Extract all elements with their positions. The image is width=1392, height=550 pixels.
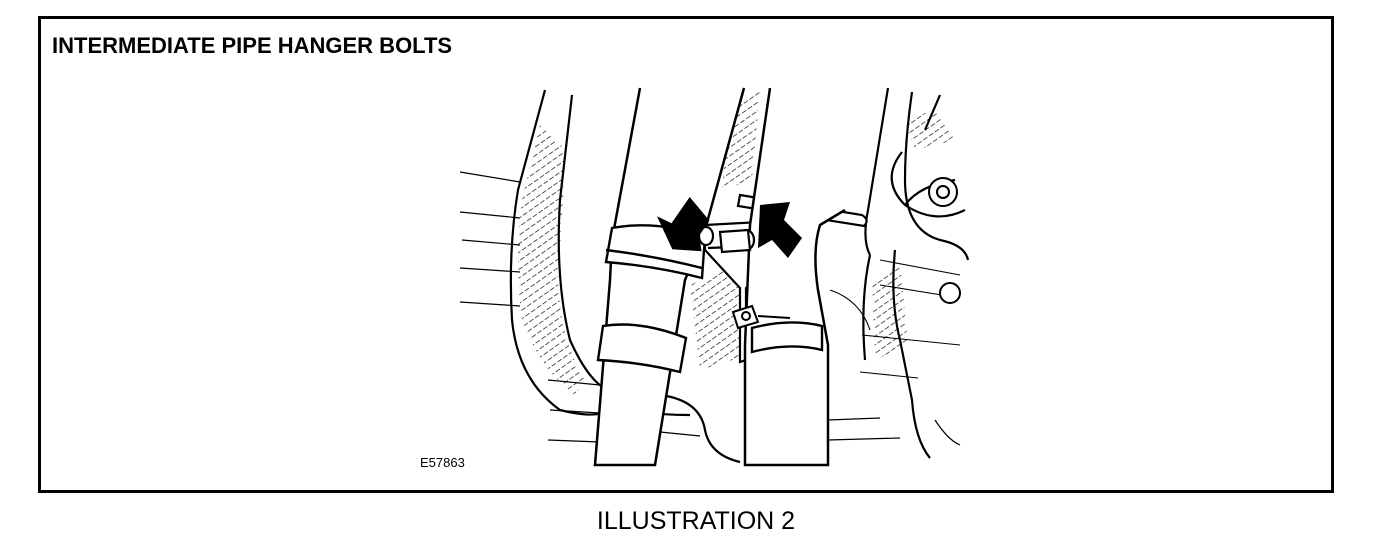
clamp-fastener bbox=[731, 304, 791, 330]
left-bolt-arrow bbox=[656, 196, 710, 252]
chassis-bolt-lower bbox=[939, 282, 961, 304]
left-pipe-clamp-lower bbox=[596, 323, 688, 374]
figure-reference-code: E57863 bbox=[420, 455, 465, 470]
illustration-caption: ILLUSTRATION 2 bbox=[596, 507, 796, 535]
chassis-bolt-upper bbox=[928, 177, 958, 207]
center-bracket-shading bbox=[690, 265, 748, 370]
left-panel-shading bbox=[518, 125, 585, 395]
right-exhaust-pipe bbox=[743, 87, 846, 467]
right-pipe-clamp bbox=[750, 321, 824, 354]
figure-title: INTERMEDIATE PIPE HANGER BOLTS bbox=[52, 33, 453, 58]
upper-right-shading bbox=[905, 110, 955, 150]
right-bolt-arrow bbox=[758, 202, 802, 258]
right-panel-shading bbox=[872, 262, 908, 360]
lower-structure-lines bbox=[827, 417, 961, 446]
hanger-bolt-right bbox=[718, 228, 756, 254]
